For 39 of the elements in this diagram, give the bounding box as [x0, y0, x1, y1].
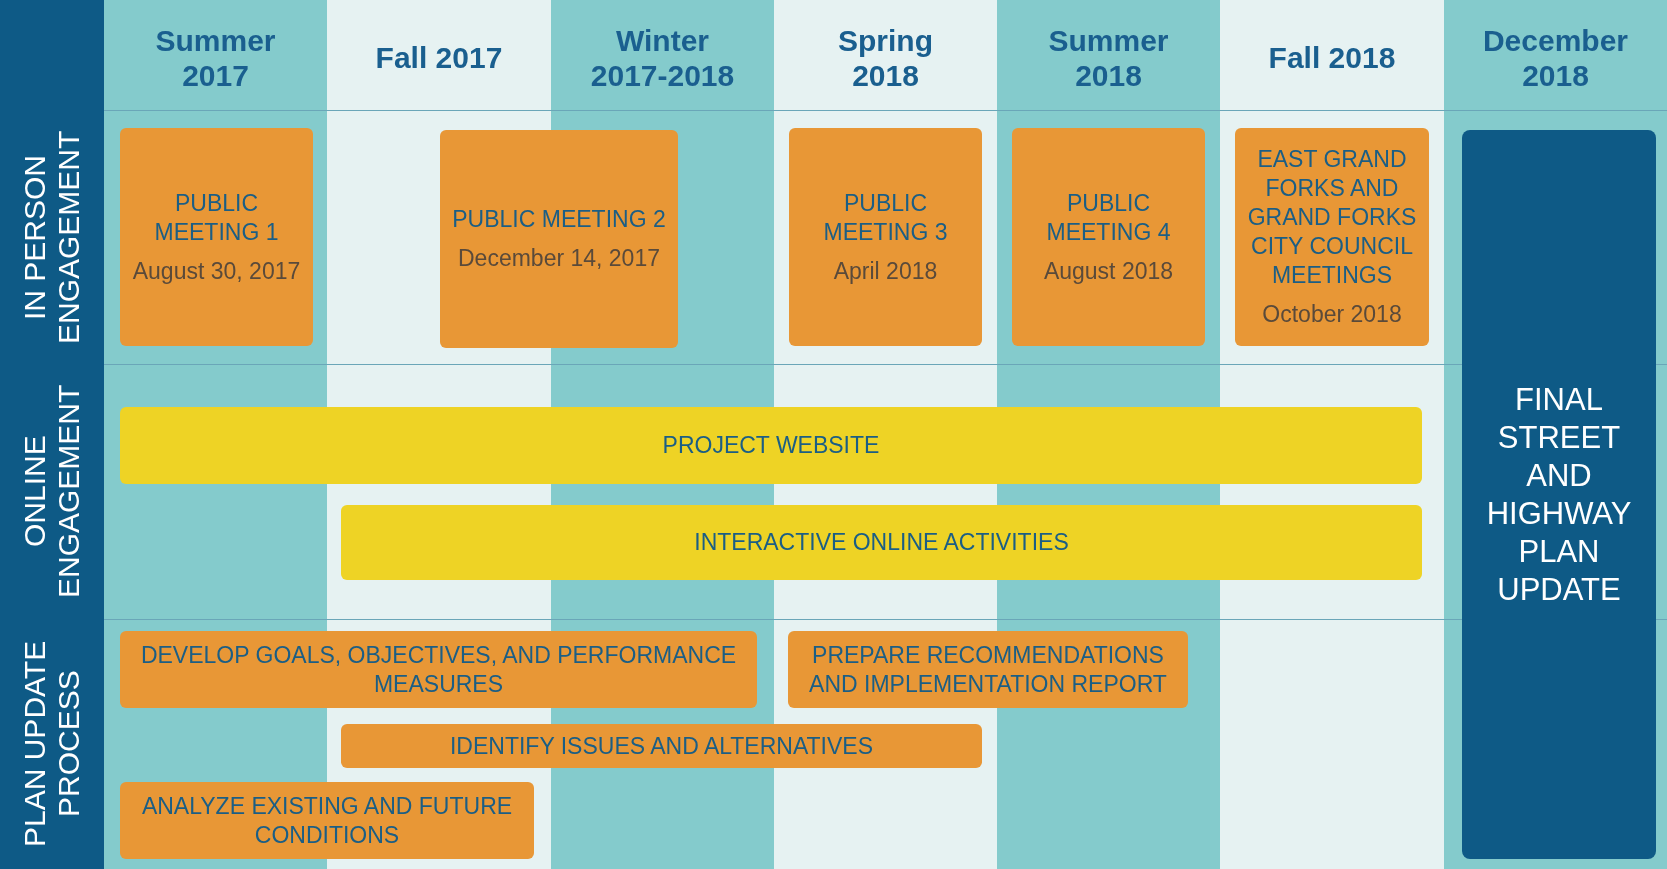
date-label: August 2018 — [1043, 256, 1174, 286]
event-box — [120, 128, 313, 346]
row-title: PLAN UPDATE PROCESS — [18, 639, 86, 850]
event-box — [789, 128, 982, 346]
date-label: October 2018 — [1262, 300, 1402, 329]
season-label: Fall 2017 — [375, 40, 503, 75]
task-label: IDENTIFY ISSUES AND ALTERNATIVES — [449, 731, 874, 761]
event-box — [1012, 128, 1205, 346]
season-label: Fall 2018 — [1268, 40, 1396, 75]
task-bar — [341, 724, 982, 768]
milestone-bar — [1462, 130, 1656, 859]
season-label: Winter 2017-2018 — [589, 22, 736, 93]
task-label: PREPARE RECOMMENDATIONS AND IMPLEMENTATION REPORT — [808, 640, 1168, 699]
row-title: ONLINE ENGAGEMENT — [18, 383, 86, 601]
milestone-title: FINAL STREET AND HIGHWAY PLAN UPDATE — [1485, 380, 1633, 609]
task-label: ANALYZE EXISTING AND FUTURE CONDITIONS — [140, 791, 514, 850]
event-title: PUBLIC MEETING 1 — [153, 188, 280, 247]
row-title: IN PERSON ENGAGEMENT — [18, 129, 86, 346]
season-label: Spring 2018 — [837, 22, 934, 93]
task-bar — [120, 631, 757, 708]
season-label: December 2018 — [1481, 22, 1630, 93]
date-label: December 14, 2017 — [458, 244, 660, 273]
season-label: Summer 2017 — [154, 22, 277, 93]
task-label: DEVELOP GOALS, OBJECTIVES, AND PERFORMANCE MEASURES — [139, 640, 738, 699]
event-box — [440, 130, 678, 348]
event-title: PUBLIC MEETING 2 — [452, 205, 666, 234]
task-bar — [788, 631, 1188, 708]
season-label: Summer 2018 — [1047, 22, 1170, 93]
date-label: August 30, 2017 — [132, 256, 301, 286]
event-title: PUBLIC MEETING 4 — [1045, 188, 1172, 247]
event-title: EAST GRAND FORKS AND GRAND FORKS CITY COUNCIL MEETINGS — [1246, 145, 1418, 290]
task-bar — [120, 782, 534, 859]
task-bar — [120, 407, 1422, 484]
event-title: PUBLIC MEETING 3 — [822, 188, 949, 247]
task-label: PROJECT WEBSITE — [662, 431, 880, 460]
task-label: INTERACTIVE ONLINE ACTIVITIES — [694, 528, 1069, 557]
task-bar — [341, 505, 1422, 580]
date-label: April 2018 — [833, 256, 938, 286]
event-box — [1235, 128, 1429, 346]
